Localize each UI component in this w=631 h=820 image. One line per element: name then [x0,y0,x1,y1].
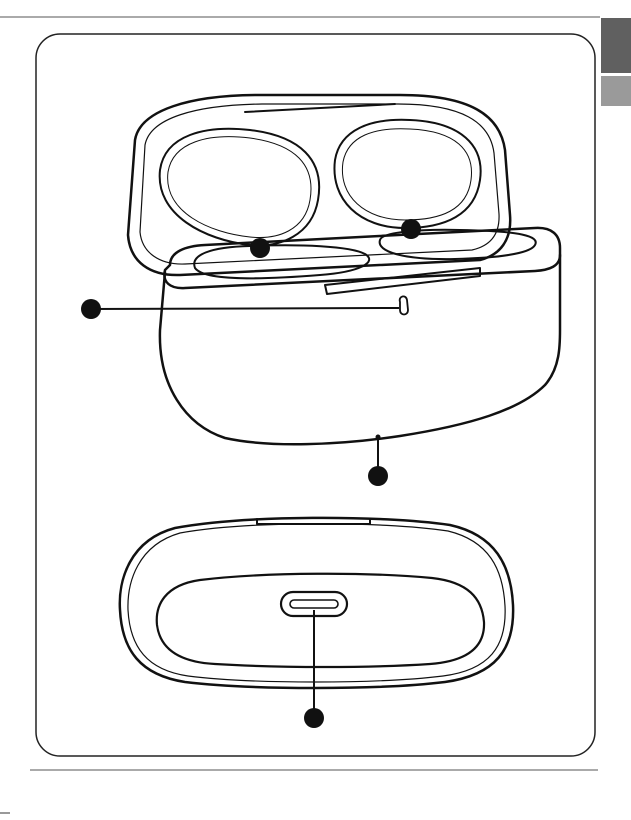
bottom-outer-shell [120,518,513,688]
bottom-inner-recess [157,574,484,667]
callout-usb-c-port [304,708,324,728]
lid-cavity-right [334,120,480,228]
reset-button-hole [376,435,381,440]
illustration-frame [36,34,595,756]
case-body [160,255,560,444]
led-indicator-shape [400,296,408,314]
open-case [128,95,560,444]
page-tab-marker [601,18,631,73]
case-bottom-view [120,518,513,688]
lid-cavity-left [160,129,320,246]
callout-earbud-slot-left [250,238,270,258]
callout-earbud-slot-right [401,219,421,239]
lid-hinge [245,104,395,112]
page-tab-marker-secondary [601,76,631,106]
leader-led-indicator [91,308,399,309]
case-rim [164,228,560,288]
